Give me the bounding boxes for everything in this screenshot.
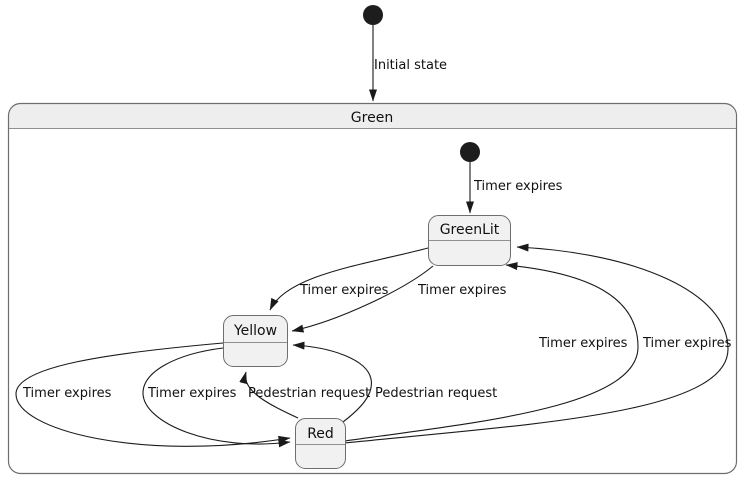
state-yellow-box [223, 315, 288, 367]
transition-red-to-yellow-pedestrian-1 [239, 371, 299, 419]
initial-state-icon [363, 5, 383, 25]
transition-greenlit-to-yellow-2 [291, 265, 434, 333]
state-greenlit-title: GreenLit [440, 222, 500, 238]
state-green-title: Green [351, 110, 393, 126]
state-yellow-title: Yellow [233, 323, 277, 339]
transition-label-greenlit-yellow-2: Timer expires [417, 283, 507, 298]
transition-red-to-yellow-pedestrian-2 [292, 341, 372, 426]
transition-label-red-greenlit-1: Timer expires [538, 336, 628, 351]
state-green-header [8, 103, 736, 129]
state-green-border [7, 102, 738, 475]
transition-label-pedestrian-2: Pedestrian request [375, 386, 497, 401]
state-red-box [295, 418, 346, 469]
state-red: Red [295, 418, 346, 469]
transition-label-timer-expires-initial: Timer expires [473, 179, 563, 194]
transition-label-yellow-red-1: Timer expires [22, 386, 112, 401]
state-green-body [8, 103, 737, 474]
transition-greenlit-to-yellow-1 [269, 247, 429, 311]
transition-yellow-to-red-1 [15, 342, 291, 447]
transition-label-yellow-red-2: Timer expires [147, 386, 237, 401]
state-green: Green [7, 102, 738, 475]
transition-label-greenlit-yellow-1: Timer expires [299, 283, 389, 298]
transition-label-initial-state: Initial state [374, 58, 447, 73]
transition-yellow-to-red-2 [142, 347, 291, 448]
state-red-title: Red [307, 426, 334, 442]
transition-red-to-greenlit-1 [344, 262, 639, 442]
inner-initial-state-icon [460, 142, 480, 162]
transition-label-red-greenlit-2: Timer expires [642, 336, 732, 351]
transition-label-pedestrian-1: Pedestrian request [248, 386, 370, 401]
state-greenlit: GreenLit [428, 215, 511, 266]
transition-red-to-greenlit-2 [344, 243, 729, 444]
state-yellow: Yellow [223, 315, 288, 367]
